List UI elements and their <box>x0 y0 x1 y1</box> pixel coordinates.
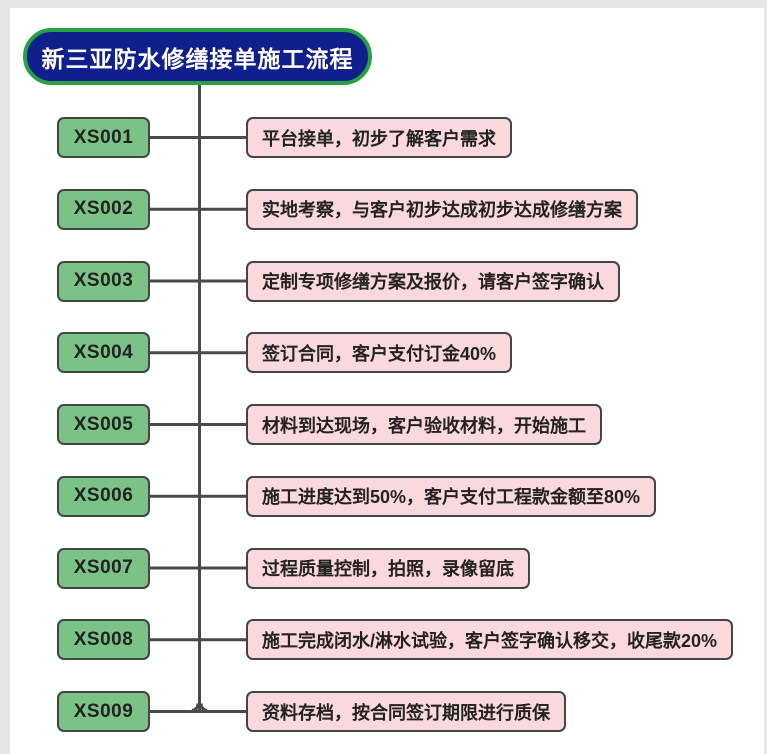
canvas-edge-top <box>0 0 767 8</box>
flow-step-row: XS007 过程质量控制，拍照，录像留底 <box>57 547 530 589</box>
step-code-node[interactable]: XS008 <box>57 619 150 661</box>
canvas-edge-left <box>0 0 10 754</box>
step-code-node[interactable]: XS002 <box>57 188 150 230</box>
step-code-node[interactable]: XS004 <box>57 332 150 374</box>
flow-step-row: XS004 签订合同，客户支付订金40% <box>57 332 513 374</box>
step-code-node[interactable]: XS009 <box>57 691 150 732</box>
flow-step-row: XS001 平台接单，初步了解客户需求 <box>57 117 512 158</box>
step-description-node[interactable]: 签订合同，客户支付订金40% <box>246 332 513 374</box>
step-code-node[interactable]: XS007 <box>57 547 150 589</box>
flow-step-row: XS003 定制专项修缮方案及报价，请客户签字确认 <box>57 260 620 302</box>
step-description-label: 实地考察，与客户初步达成初步达成修缮方案 <box>262 200 622 221</box>
step-description-node[interactable]: 材料到达现场，客户验收材料，开始施工 <box>246 404 602 445</box>
canvas-edge-right <box>764 0 767 754</box>
step-description-label: 材料到达现场，客户验收材料，开始施工 <box>262 415 586 436</box>
flow-step-row: XS006 施工进度达到50%，客户支付工程款金额至80% <box>57 475 657 517</box>
step-description-label: 签订合同，客户支付订金40% <box>262 343 497 364</box>
step-description-node[interactable]: 实地考察，与客户初步达成初步达成修缮方案 <box>246 188 638 230</box>
flow-step-row: XS002 实地考察，与客户初步达成初步达成修缮方案 <box>57 188 638 230</box>
step-code-label: XS001 <box>73 126 134 148</box>
flow-title-node[interactable]: 新三亚防水修缮接单施工流程 <box>23 28 372 85</box>
step-description-label: 施工完成闭水/淋水试验，客户签字确认移交，收尾款20% <box>262 630 718 651</box>
step-code-label: XS007 <box>73 557 134 578</box>
step-code-node[interactable]: XS003 <box>57 260 150 302</box>
step-description-label: 资料存档，按合同签订期限进行质保 <box>262 702 550 723</box>
step-code-node[interactable]: XS001 <box>57 117 150 158</box>
step-description-label: 平台接单，初步了解客户需求 <box>262 128 496 149</box>
step-code-label: XS002 <box>73 198 134 220</box>
step-description-node[interactable]: 过程质量控制，拍照，录像留底 <box>246 547 530 589</box>
step-code-node[interactable]: XS006 <box>57 475 150 517</box>
flow-step-row: XS005 材料到达现场，客户验收材料，开始施工 <box>57 404 602 445</box>
flow-title-label: 新三亚防水修缮接单施工流程 <box>41 45 354 72</box>
step-description-node[interactable]: 施工完成闭水/淋水试验，客户签字确认移交，收尾款20% <box>246 619 734 661</box>
step-code-label: XS009 <box>73 700 134 722</box>
step-description-label: 施工进度达到50%，客户支付工程款金额至80% <box>262 487 641 508</box>
step-code-label: XS003 <box>73 270 134 291</box>
step-code-node[interactable]: XS005 <box>57 404 150 445</box>
step-code-label: XS005 <box>73 413 134 435</box>
step-code-label: XS006 <box>73 485 134 507</box>
step-description-node[interactable]: 平台接单，初步了解客户需求 <box>246 117 512 158</box>
step-description-node[interactable]: 资料存档，按合同签订期限进行质保 <box>246 691 566 732</box>
flow-step-row: XS009 资料存档，按合同签订期限进行质保 <box>57 691 566 732</box>
step-description-label: 过程质量控制，拍照，录像留底 <box>262 559 514 579</box>
step-code-label: XS008 <box>73 628 134 650</box>
step-code-label: XS004 <box>73 341 134 363</box>
step-description-node[interactable]: 施工进度达到50%，客户支付工程款金额至80% <box>246 475 657 517</box>
step-description-label: 定制专项修缮方案及报价，请客户签字确认 <box>262 272 604 292</box>
step-description-node[interactable]: 定制专项修缮方案及报价，请客户签字确认 <box>246 260 620 302</box>
flow-step-row: XS008 施工完成闭水/淋水试验，客户签字确认移交，收尾款20% <box>57 619 734 661</box>
